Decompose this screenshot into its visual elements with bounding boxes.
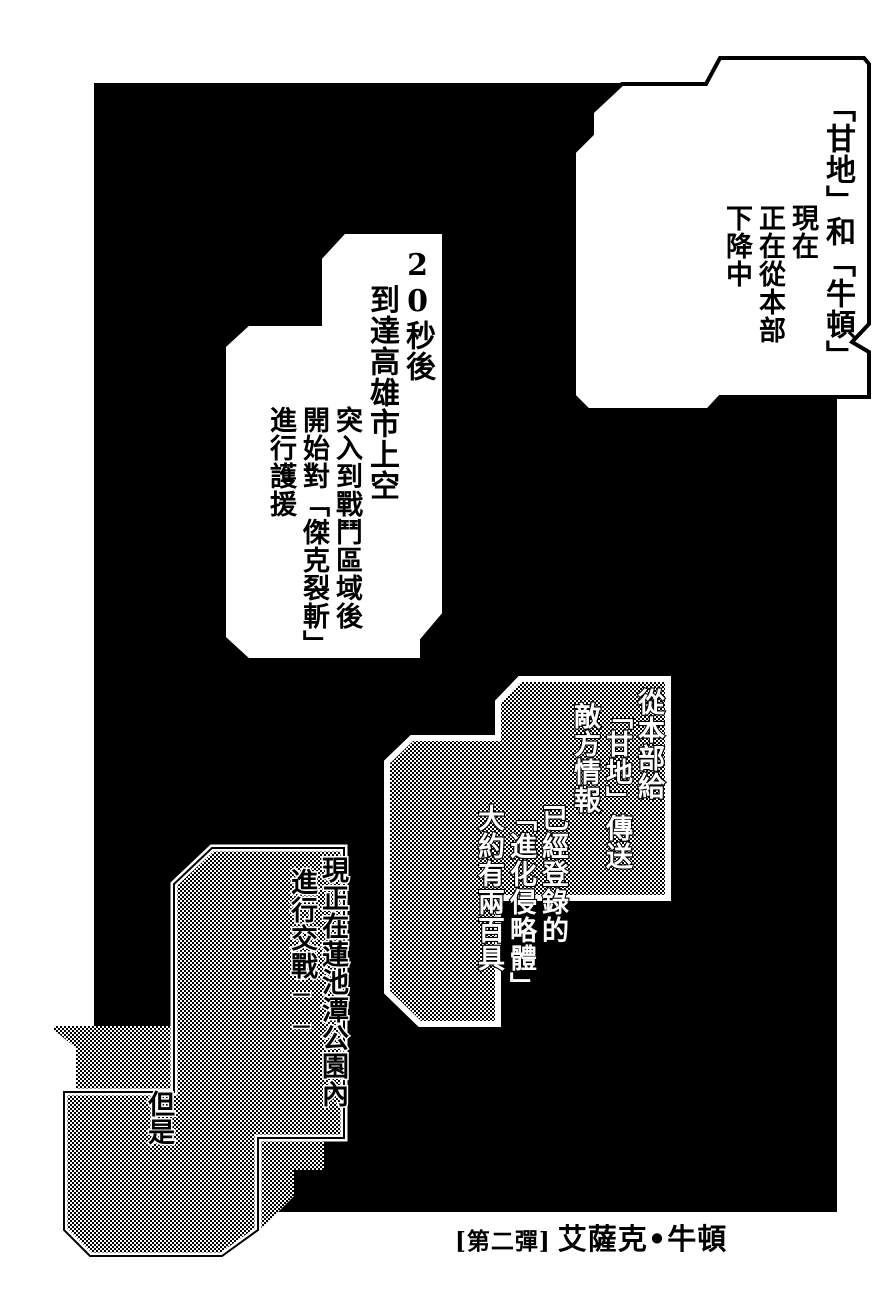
caption-chapter-label: [第二彈] [455,1228,551,1255]
balloon-outline-shape [222,230,446,662]
speech-balloon-arrival-kaohsiung: 20秒後 到達高雄市上空 突入到戰鬥區域後 開始對「傑克裂斬」 進行護援 [218,228,448,670]
page-caption: [第二彈]艾薩克•牛頓 [455,1216,727,1258]
balloon-outline-stroke [60,844,348,1260]
caption-title: 艾薩克•牛頓 [557,1222,728,1256]
balloon-outline-stroke [384,676,671,1027]
speech-balloon-enemy-intel: 從本部給 「甘地」傳送 敵方情報 已經登錄的 「進化侵略體」 大約有兩百具 [380,672,676,1036]
speech-balloon-lianchihtan-combat: 現正在蓮池潭公園內 進行交戰── 但是 [46,840,352,1264]
speech-balloon-gandhi-newton-descending: 「甘地」和「牛頓」 現在 正在從本部 下降中 [570,52,875,417]
balloon-outline-shape [572,56,871,412]
